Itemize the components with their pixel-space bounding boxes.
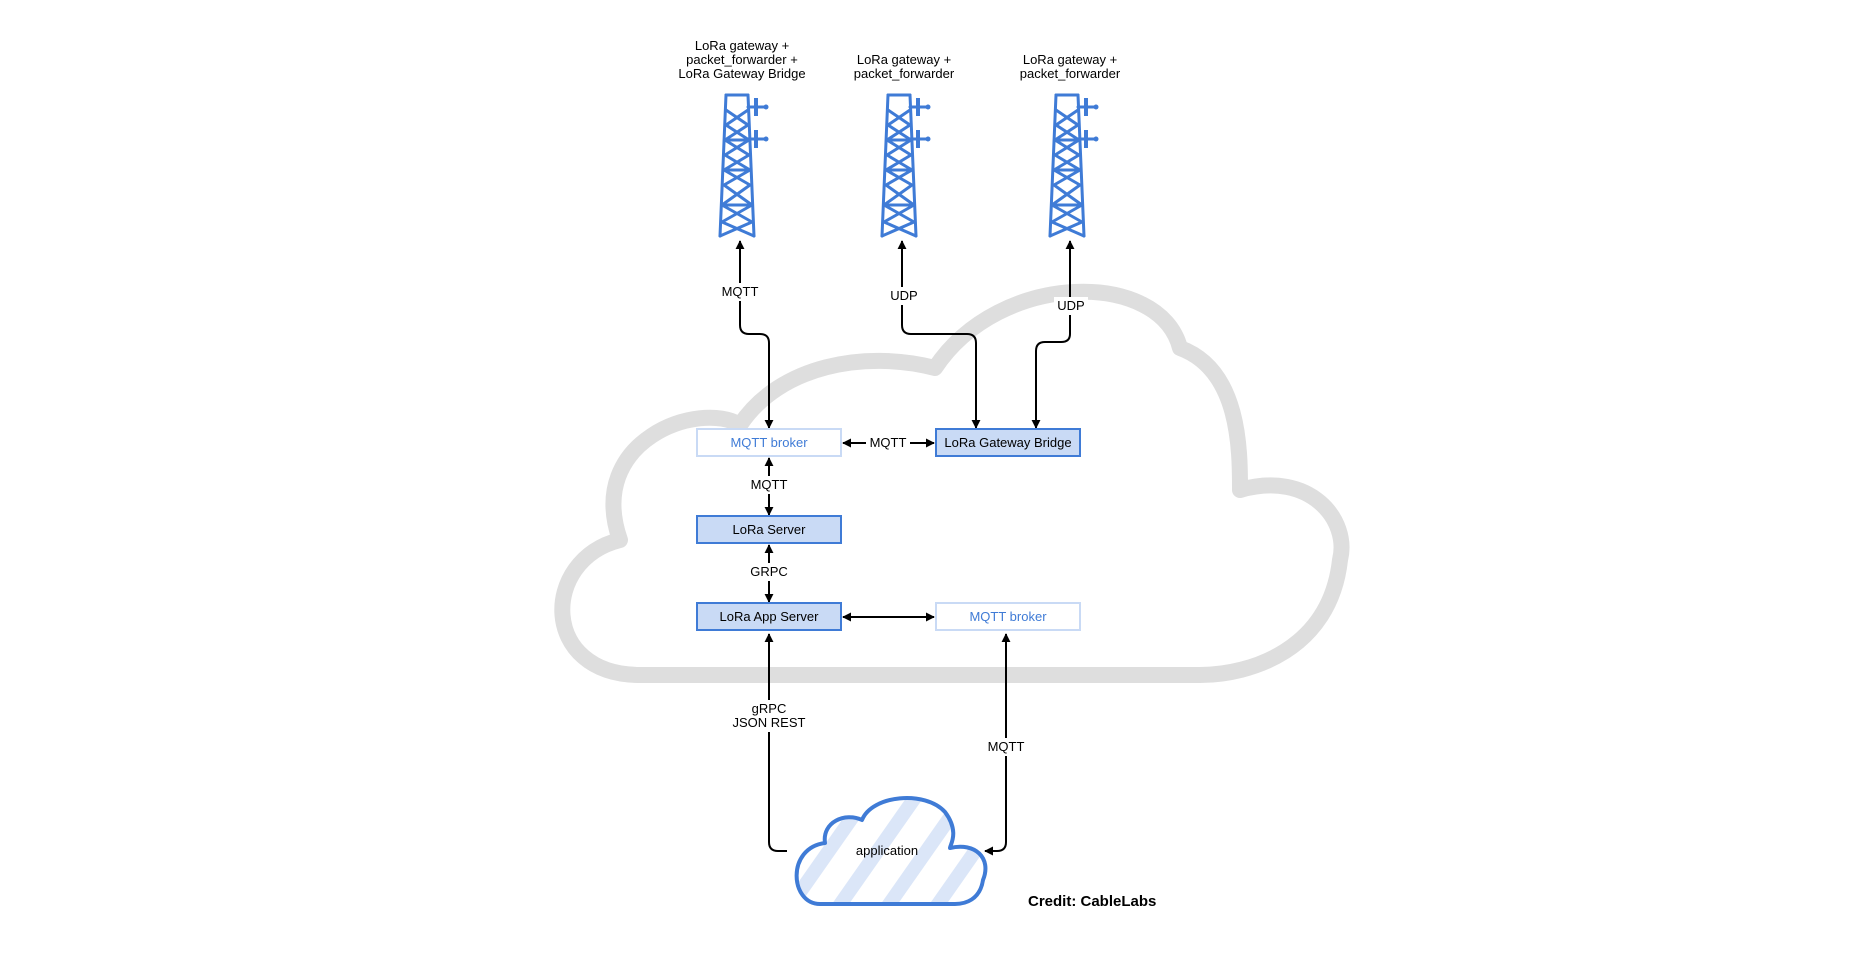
node-application-label: application	[856, 843, 918, 858]
edge-label-appserver-app-line-2: JSON REST	[733, 715, 806, 730]
edge-gw1-broker: MQTT	[720, 240, 774, 429]
node-lora-gateway-bridge[interactable]: LoRa Gateway Bridge	[935, 428, 1081, 457]
node-mqtt-broker-top[interactable]: MQTT broker	[696, 428, 842, 457]
edge-appserver-app: gRPC JSON REST	[730, 633, 808, 852]
node-lora-app-server-label: LoRa App Server	[719, 609, 819, 624]
gateway-3[interactable]: LoRa gateway + packet_forwarder	[1020, 52, 1121, 238]
tower-icon	[718, 93, 769, 238]
node-lora-gateway-bridge-label: LoRa Gateway Bridge	[944, 435, 1071, 450]
gateway-3-label-line-2: packet_forwarder	[1020, 66, 1121, 81]
edge-gw2-bridge: UDP	[886, 240, 981, 429]
infrastructure-cloud-icon	[554, 283, 1350, 683]
gateway-1-label-line-1: LoRa gateway +	[695, 38, 789, 53]
gateway-2-label-line-2: packet_forwarder	[854, 66, 955, 81]
edge-label-broker-bridge: MQTT	[870, 435, 907, 450]
node-application[interactable]: application	[794, 796, 988, 906]
node-lora-app-server[interactable]: LoRa App Server	[696, 602, 842, 631]
node-lora-server-label: LoRa Server	[733, 522, 807, 537]
edge-label-broker-server: MQTT	[751, 477, 788, 492]
edge-broker-bridge: MQTT	[842, 434, 935, 452]
node-lora-server[interactable]: LoRa Server	[696, 515, 842, 544]
edge-label-gw3-bridge: UDP	[1057, 298, 1084, 313]
cloud-icon	[794, 796, 988, 906]
edge-label-appserver-app-line-1: gRPC	[752, 701, 787, 716]
gateway-1-label-line-3: LoRa Gateway Bridge	[678, 66, 805, 81]
edge-label-broker2-app: MQTT	[988, 739, 1025, 754]
credit-text: Credit: CableLabs	[1028, 893, 1156, 910]
gateway-1[interactable]: LoRa gateway + packet_forwarder + LoRa G…	[678, 38, 806, 238]
tower-icon	[880, 93, 931, 238]
edge-gw3-bridge: UDP	[1031, 240, 1088, 429]
edge-label-gw1-broker: MQTT	[722, 284, 759, 299]
edge-server-appserver: GRPC	[747, 544, 791, 603]
node-mqtt-broker-bottom-label: MQTT broker	[969, 609, 1047, 624]
gateway-1-label-line-2: packet_forwarder +	[686, 52, 798, 67]
edge-label-server-appserver: GRPC	[750, 564, 788, 579]
node-mqtt-broker-bottom[interactable]: MQTT broker	[935, 602, 1081, 631]
edge-label-gw2-bridge: UDP	[890, 288, 917, 303]
gateway-2[interactable]: LoRa gateway + packet_forwarder	[854, 52, 955, 238]
gateway-3-label-line-1: LoRa gateway +	[1023, 52, 1117, 67]
edge-broker2-app: MQTT	[984, 633, 1028, 856]
tower-icon	[1048, 93, 1099, 238]
node-mqtt-broker-top-label: MQTT broker	[730, 435, 808, 450]
edge-broker-server: MQTT	[747, 457, 791, 516]
gateway-2-label-line-1: LoRa gateway +	[857, 52, 951, 67]
